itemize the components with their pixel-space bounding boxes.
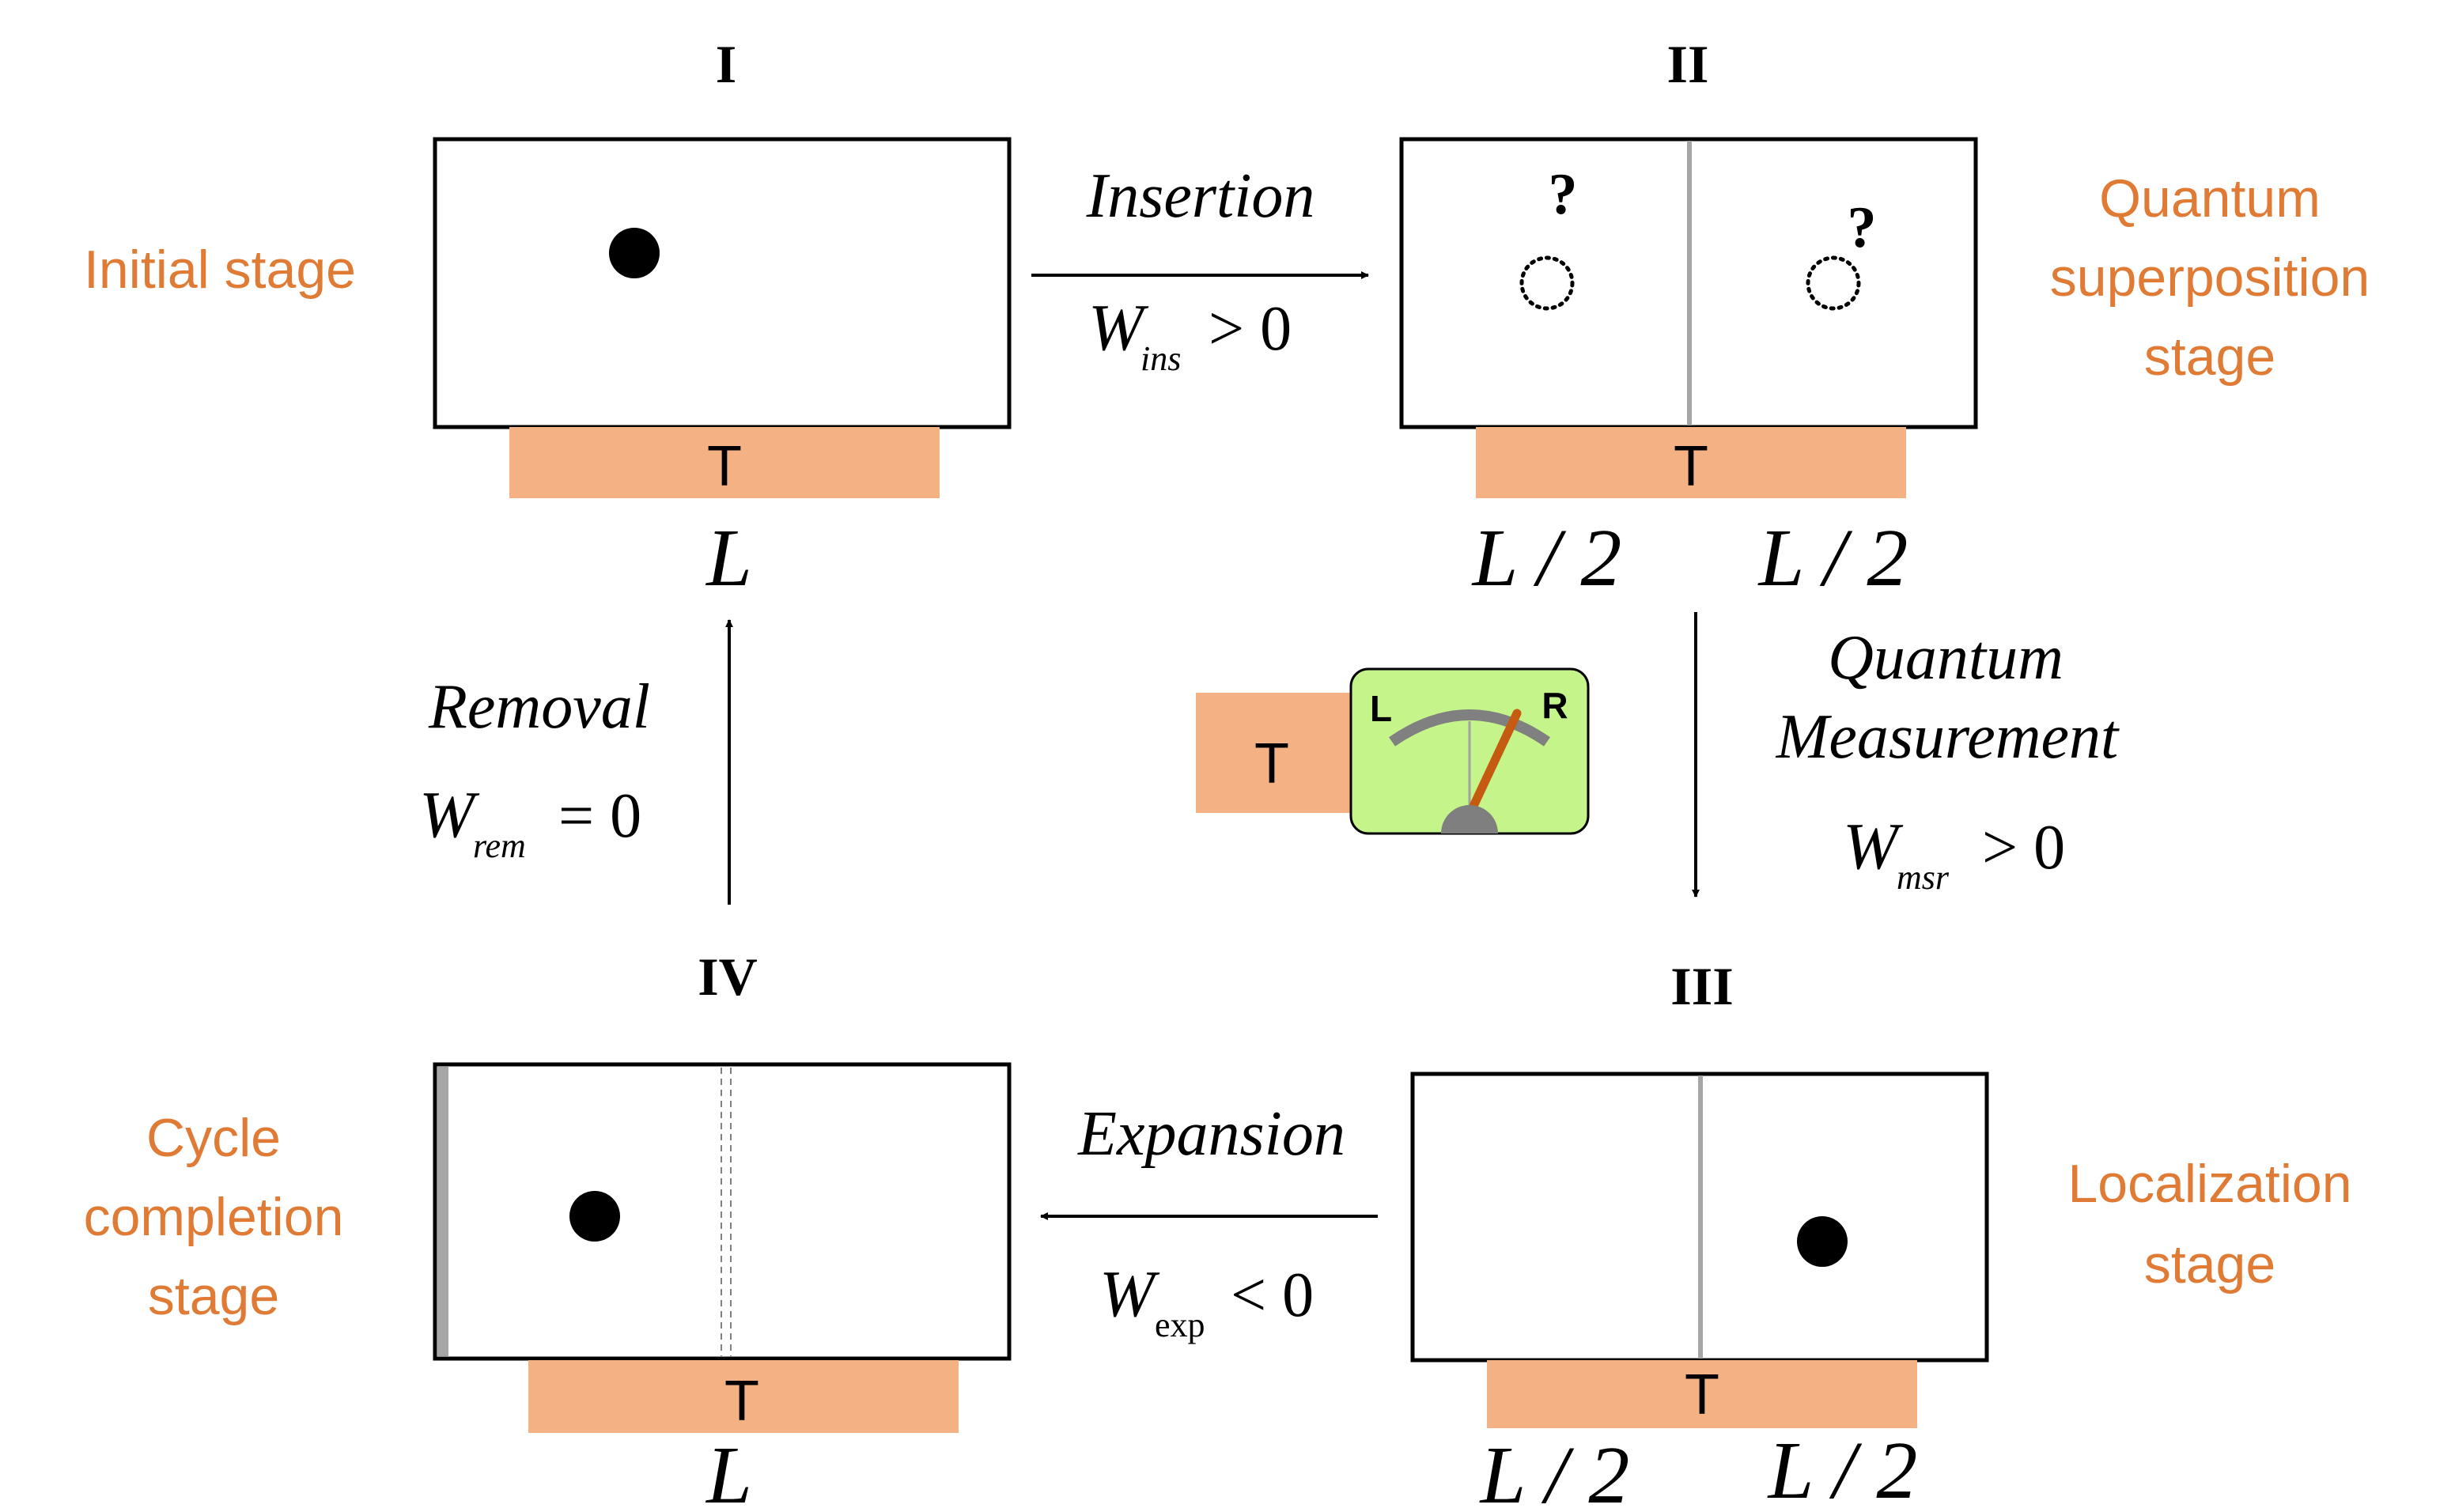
expansion-work-subscript: exp [1155,1306,1205,1344]
measurement-label-line-1: Quantum [1828,623,2063,693]
measurement-work-relation: > 0 [1982,813,2065,883]
stage-I-particle [609,228,660,278]
expansion-work-relation: < 0 [1231,1261,1314,1330]
stage-I-box [433,137,1012,429]
removal-work-relation: = 0 [558,781,641,851]
measurement-work-symbol: W [1843,810,1904,883]
stage-I-reservoir [509,427,940,498]
stage-III-reservoir-label: T [1685,1363,1719,1427]
stage-I: I Initial stage T L [84,34,1012,603]
stage-II-label-line-2: superposition [2050,248,2370,308]
stage-II-label-line-1: Quantum [2099,168,2321,229]
stage-I-length-label: L [705,512,752,603]
stage-II-reservoir-label: T [1674,435,1708,498]
meter-needle [1465,709,1522,819]
meter-right-letter: R [1541,685,1568,726]
insertion-label: Insertion [1086,161,1315,231]
stage-I-numeral: I [716,34,736,94]
insertion-work-subscript: ins [1140,339,1181,378]
stage-IV-reservoir-label: T [724,1370,759,1433]
stage-III-particle [1797,1216,1848,1267]
stage-I-label: Initial stage [84,240,356,300]
stage-IV-particle [569,1191,620,1242]
stage-II-right-length-label: L / 2 [1757,512,1908,603]
removal-label: Removal [428,672,650,742]
process-expansion: Expansion W exp < 0 [1040,1099,1378,1344]
meter-icon: T L R [1196,667,1590,835]
process-insertion: Insertion W ins > 0 [1031,161,1369,378]
meter-reservoir-label: T [1254,732,1289,796]
insertion-work-relation: > 0 [1209,294,1292,364]
measurement-work-subscript: msr [1897,858,1950,897]
stage-II-right-possible-position [1806,255,1861,311]
stage-II-label-line-3: stage [2144,327,2275,387]
stage-II-numeral: II [1667,34,1709,94]
removal-work-subscript: rem [473,826,526,865]
measurement-label-line-2: Measurement [1776,702,2120,772]
stage-IV-length-label: L [705,1430,752,1512]
expansion-label: Expansion [1077,1099,1345,1169]
stage-IV-reservoir [528,1360,959,1433]
stage-II-left-length-label: L / 2 [1471,512,1622,603]
stage-II-left-question-mark: ? [1549,162,1578,227]
stage-II-left-possible-position [1519,255,1575,311]
meter-scale-arc [1389,709,1550,747]
stage-II-right-question-mark: ? [1848,195,1877,260]
stage-IV-label-line-1: Cycle [146,1108,281,1168]
stage-II: II Quantum superposition stage ? ? T L /… [1399,34,2370,603]
stage-IV-partition-at-wall [437,1067,448,1356]
stage-III-left-length-label: L / 2 [1479,1430,1630,1512]
stage-III-reservoir [1487,1360,1917,1428]
stage-IV-label-line-2: completion [84,1187,344,1247]
stage-II-reservoir [1476,427,1906,498]
meter-pivot [1441,805,1498,833]
stage-IV-numeral: IV [698,947,758,1007]
stage-III-label-line-2: stage [2144,1234,2275,1295]
stage-I-reservoir-label: T [707,435,742,498]
meter-left-letter: L [1370,688,1392,729]
stage-IV: IV Cycle completion stage T L [84,947,1012,1512]
stage-III-right-length-label: L / 2 [1767,1425,1918,1512]
stage-IV-label-line-3: stage [148,1266,279,1326]
process-removal: Removal W rem = 0 [419,619,733,905]
insertion-work-symbol: W [1088,291,1149,365]
stage-III-numeral: III [1670,956,1733,1016]
expansion-work-symbol: W [1099,1257,1160,1331]
stage-III: III Localization stage T L / 2 L / 2 [1410,956,2352,1512]
removal-work-symbol: W [419,778,480,852]
process-measurement: Quantum Measurement W msr > 0 [1692,612,2120,898]
meter-reservoir [1196,693,1351,813]
stage-III-label-line-1: Localization [2067,1154,2351,1214]
